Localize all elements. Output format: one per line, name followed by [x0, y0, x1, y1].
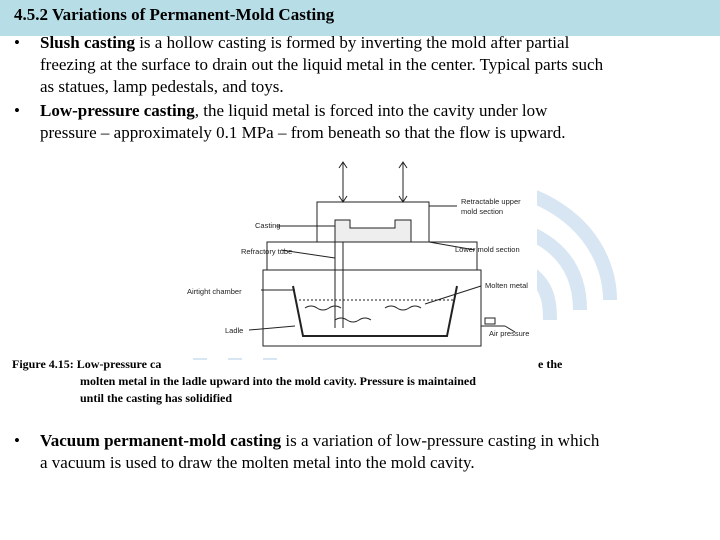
- bullet-low-pressure-casting: Low-pressure casting, the liquid metal i…: [40, 101, 566, 142]
- bullet-vacuum-casting: Vacuum permanent-mold casting is a varia…: [40, 431, 600, 472]
- label-ladle: Ladle: [225, 326, 243, 335]
- label-casting: Casting: [255, 221, 280, 230]
- term-low-pressure-casting: Low-pressure casting: [40, 101, 195, 120]
- term-vacuum-casting: Vacuum permanent-mold casting: [40, 431, 282, 450]
- label-mold-section: mold section: [461, 207, 503, 216]
- label-retractable-upper: Retractable upper: [461, 197, 521, 206]
- label-airtight-chamber: Airtight chamber: [187, 287, 242, 296]
- bullet-marker: •: [14, 33, 20, 52]
- bullet-marker: •: [14, 431, 20, 450]
- bullet-marker: •: [14, 101, 20, 120]
- label-air-pressure: Air pressure: [489, 329, 529, 338]
- term-slush-casting: Slush casting: [40, 33, 135, 52]
- low-pressure-casting-diagram: Casting Refractory tube Airtight chamber…: [185, 158, 537, 358]
- label-lower-mold-section: Lower mold section: [455, 245, 520, 254]
- slide-title: 4.5.2 Variations of Permanent-Mold Casti…: [14, 5, 335, 24]
- label-refractory-tube: Refractory tube: [241, 247, 292, 256]
- header-band: [0, 0, 720, 36]
- bullet-slush-casting: Slush casting is a hollow casting is for…: [40, 33, 604, 96]
- label-molten-metal: Molten metal: [485, 281, 528, 290]
